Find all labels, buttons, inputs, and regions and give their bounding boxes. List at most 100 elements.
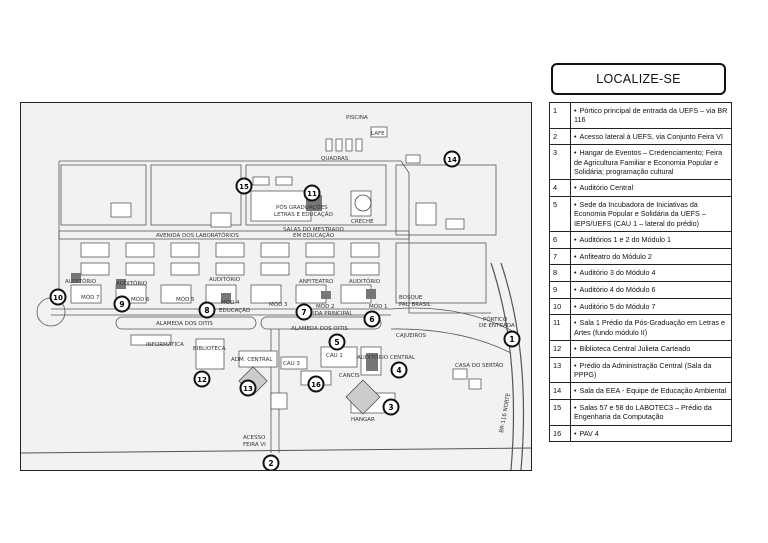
legend-description: Sala da EEA - Equipe de Educação Ambient… — [579, 386, 727, 396]
svg-text:9: 9 — [119, 300, 124, 309]
svg-text:15: 15 — [239, 183, 249, 191]
svg-text:13: 13 — [243, 385, 253, 393]
legend-text-cell: •PAV 4 — [570, 424, 732, 443]
legend-row: 11•Sala 1 Prédio da Pós-Graduação em Let… — [549, 314, 732, 341]
map-label-informatica: INFORMÁTICA — [146, 341, 184, 348]
map-label-alameda-2: ALAMEDA DOS OITIS — [291, 326, 348, 332]
map-label-mod4: MÓD 4 — [221, 299, 240, 306]
map-label-pau-brasil: PAU BRASIL — [399, 302, 432, 308]
legend-text-cell: •Anfiteatro do Módulo 2 — [570, 247, 732, 266]
legend-row: 14•Sala da EEA - Equipe de Educação Ambi… — [549, 382, 732, 400]
marker-15: 15 — [235, 177, 253, 195]
map-label-casa-sertao: CASA DO SERTÃO — [455, 362, 504, 369]
map-markers: 1 2 3 4 5 6 7 8 9 10 11 12 13 14 15 16 — [49, 150, 521, 470]
map-label-pos: PÓS GRADUAÇÕES — [276, 204, 328, 211]
legend-number: 7 — [549, 247, 571, 266]
legend-description: Auditório 4 do Módulo 6 — [579, 285, 656, 294]
legend-description: PAV 4 — [579, 428, 599, 438]
bullet-icon: • — [574, 402, 577, 412]
legend-number: 2 — [549, 127, 571, 146]
legend-number: 16 — [549, 424, 571, 443]
map-label-acesso: ACESSO — [243, 435, 266, 441]
legend-description: Sala 1 Prédio da Pós-Graduação em Letras… — [574, 318, 725, 337]
legend-number: 11 — [549, 314, 571, 341]
legend-text-cell: •Prédio da Administração Central (Sala d… — [570, 356, 732, 384]
marker-3: 3 — [382, 398, 400, 416]
map-label-cau3: CAU 3 — [283, 361, 300, 367]
legend-number: 14 — [549, 382, 571, 400]
legend-text-cell: •Salas 57 e 58 do LABOTEC3 – Prédio da E… — [570, 398, 732, 426]
legend-row: 12•Biblioteca Central Julieta Carteado — [549, 339, 732, 358]
legend-row: 7•Anfiteatro do Módulo 2 — [549, 247, 732, 266]
legend-text-cell: •Auditório 5 do Módulo 7 — [570, 297, 732, 316]
legend-row: 9•Auditório 4 do Módulo 6 — [549, 281, 732, 299]
svg-text:6: 6 — [369, 315, 374, 324]
map-label-auditorio-d: AUDITÓRIO — [349, 278, 381, 285]
map-label-de-entrada: DE ENTRADA — [479, 323, 515, 329]
svg-text:7: 7 — [301, 308, 306, 317]
marker-2: 2 — [262, 454, 280, 470]
campus-map: PISCINA LAFE QUADRAS PÓS GRADUAÇÕES LETR… — [20, 102, 532, 471]
ring-road — [59, 160, 491, 314]
bullet-icon: • — [574, 200, 577, 210]
map-label-letras: LETRAS E EDUCAÇÃO — [274, 211, 333, 218]
svg-text:10: 10 — [53, 294, 63, 302]
bullet-icon: • — [574, 318, 577, 328]
legend-number: 10 — [549, 297, 571, 316]
bullet-icon: • — [574, 183, 577, 193]
map-label-adm-central: ADM. CENTRAL — [231, 357, 273, 363]
marker-12: 12 — [193, 370, 211, 388]
bullet-icon: • — [574, 235, 577, 245]
campus-map-drawing: PISCINA LAFE QUADRAS PÓS GRADUAÇÕES LETR… — [21, 115, 531, 470]
marker-6: 6 — [363, 310, 381, 328]
map-label-creche: CRECHE — [351, 219, 374, 225]
map-label-mod2: MÓD 2 — [316, 303, 335, 310]
legend-description: Hangar de Eventos – Credenciamento; Feir… — [574, 148, 723, 177]
legend-text-cell: •Auditório Central — [570, 179, 732, 198]
legend-description: Prédio da Administração Central (Sala da… — [574, 360, 712, 379]
svg-text:14: 14 — [447, 156, 457, 164]
legend-number: 15 — [549, 398, 571, 426]
marker-11: 11 — [303, 184, 321, 202]
legend-row: 5•Sede da Incubadora de Iniciativas da E… — [549, 196, 732, 233]
svg-text:4: 4 — [396, 366, 401, 375]
bullet-icon: • — [574, 386, 577, 396]
alameda-oitis-east — [260, 316, 382, 330]
map-label-educacao: EDUCAÇÃO — [219, 307, 251, 314]
bullet-icon: • — [574, 268, 577, 278]
marker-5: 5 — [328, 333, 346, 351]
legend-row: 6•Auditórios 1 e 2 do Módulo 1 — [549, 231, 732, 249]
legend-number: 13 — [549, 356, 571, 384]
legend-text-cell: •Biblioteca Central Julieta Carteado — [570, 339, 732, 358]
map-label-ida-principal: IDA PRINCIPAL — [313, 311, 353, 317]
map-label-biblioteca: BIBLIOTECA — [193, 346, 226, 352]
map-label-quadras: QUADRAS — [321, 156, 349, 162]
legend-row: 1•Pórtico principal de entrada da UEFS –… — [549, 102, 732, 129]
legend-description: Auditório 3 do Módulo 4 — [579, 268, 656, 278]
map-label-mod3: MÓD 3 — [269, 301, 288, 308]
marker-9: 9 — [113, 295, 131, 313]
legend-number: 5 — [549, 196, 571, 233]
legend-description: Acesso lateral à UEFS, via Conjunto Feir… — [579, 131, 723, 141]
legend-row: 8•Auditório 3 do Módulo 4 — [549, 264, 732, 282]
marker-16: 16 — [307, 375, 325, 393]
legend-row: 16•PAV 4 — [549, 424, 732, 443]
map-label-mod1: MÓD 1 — [369, 303, 388, 310]
alameda-oitis-west — [115, 316, 257, 330]
marker-1: 1 — [503, 330, 521, 348]
map-label-feira-vi: FEIRA VI — [243, 442, 266, 448]
bullet-icon: • — [574, 343, 577, 353]
legend-text-cell: •Auditório 3 do Módulo 4 — [570, 264, 732, 282]
legend-description: Auditório 5 do Módulo 7 — [579, 301, 656, 311]
map-label-bosque: BOSQUE — [399, 295, 423, 301]
legend-description: Auditórios 1 e 2 do Módulo 1 — [579, 235, 672, 245]
br116-road — [490, 262, 515, 470]
map-label-auditorio-b: AUDITÓRIO — [116, 280, 148, 287]
marker-10: 10 — [49, 288, 67, 306]
legend-text-cell: •Hangar de Eventos – Credenciamento; Fei… — [570, 144, 732, 181]
legend-table: 1•Pórtico principal de entrada da UEFS –… — [549, 102, 732, 443]
svg-text:5: 5 — [334, 338, 339, 347]
legend-text-cell: •Pórtico principal de entrada da UEFS – … — [570, 102, 732, 129]
legend-row: 13•Prédio da Administração Central (Sala… — [549, 356, 732, 384]
marker-14: 14 — [443, 150, 461, 168]
